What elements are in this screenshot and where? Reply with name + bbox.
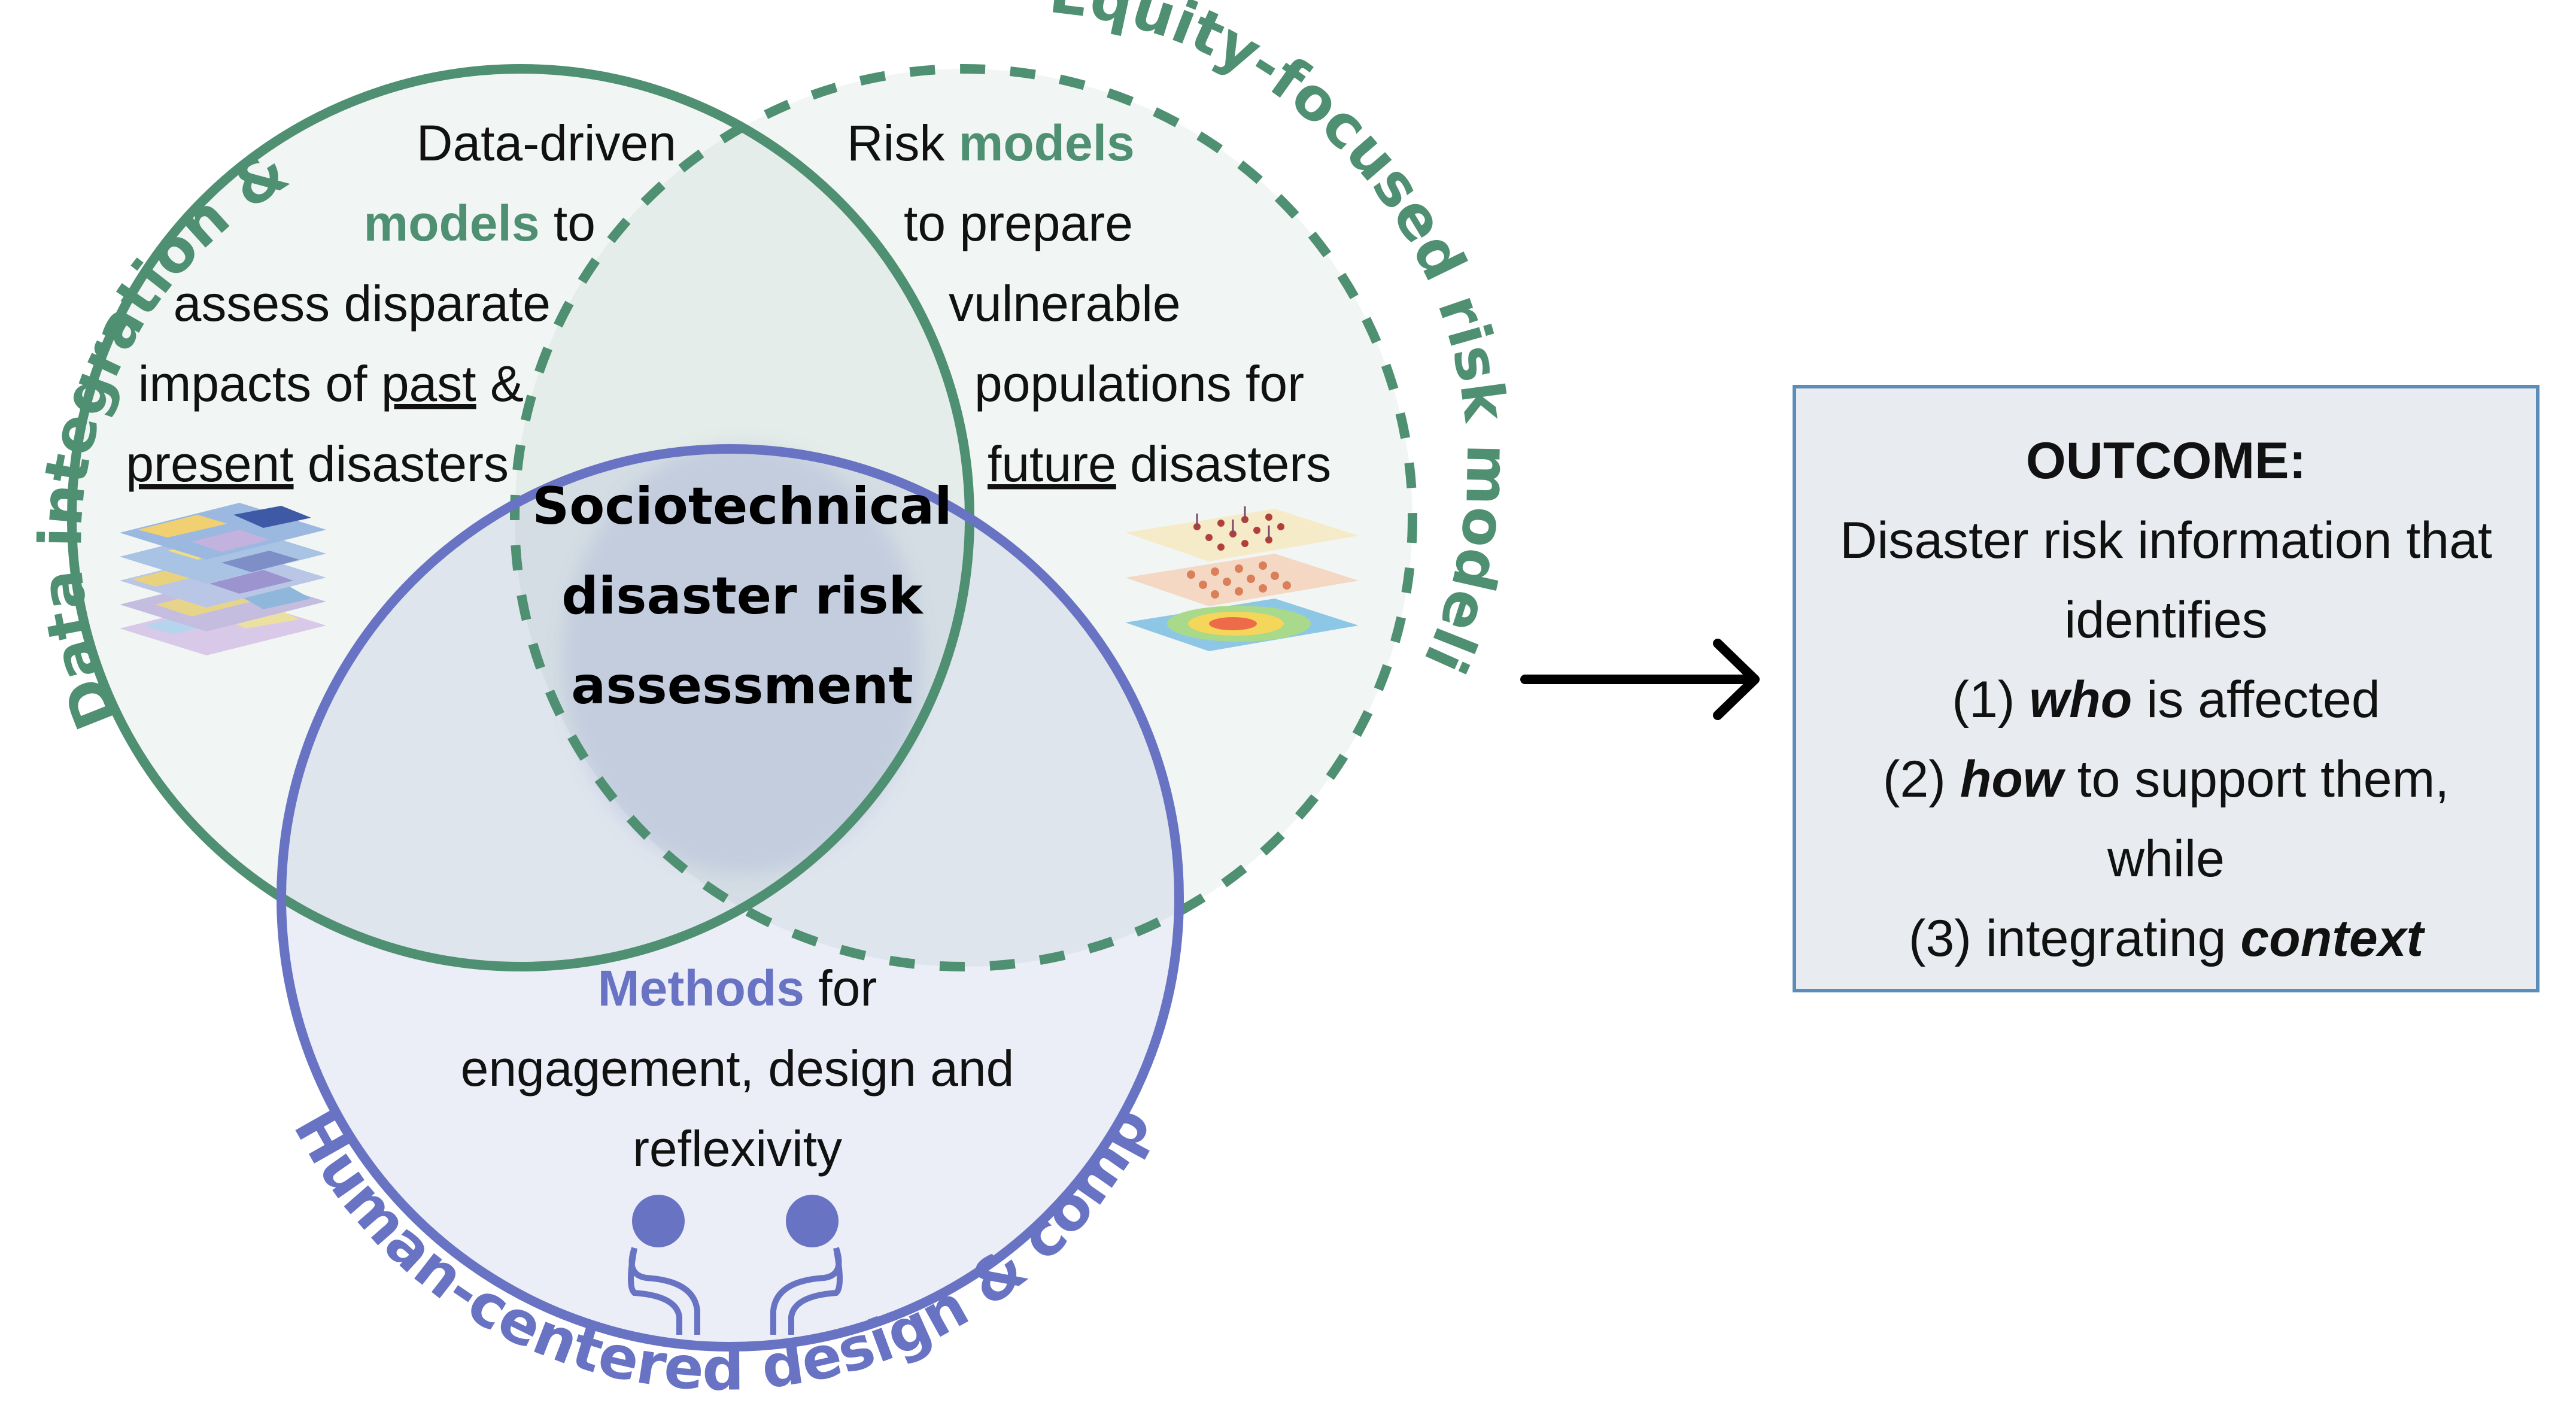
outcome-line-1: Disaster risk information that xyxy=(1840,512,2492,569)
data-layers-icon xyxy=(120,503,326,655)
left-line-3: assess disparate xyxy=(174,275,551,332)
left-line-1: Data-driven xyxy=(417,115,676,171)
human-circle xyxy=(277,444,1184,1352)
right-line-2: to prepare xyxy=(904,195,1133,251)
equity-circle xyxy=(510,64,1417,971)
center-line-3: assessment xyxy=(571,656,913,716)
person-body-right xyxy=(770,1247,843,1335)
bottom-line-3: reflexivity xyxy=(633,1120,842,1177)
outcome-item-1: (1) who is affected xyxy=(1952,671,2380,728)
outcome-item-2-cont: while xyxy=(2107,830,2225,888)
outcome-title: OUTCOME: xyxy=(2025,432,2307,490)
person-head-left xyxy=(632,1195,685,1247)
person-head-right xyxy=(786,1195,839,1247)
person-body-left xyxy=(628,1247,700,1335)
center-line-1: Sociotechnical xyxy=(532,476,952,536)
people-icon xyxy=(628,1195,843,1335)
human-circle-fill xyxy=(281,449,1179,1347)
left-line-2: models to xyxy=(364,195,596,251)
bottom-line-1: Methods for xyxy=(598,960,877,1016)
center-label: Sociotechnical disaster risk assessment xyxy=(532,476,952,716)
right-line-1: Risk models xyxy=(847,115,1135,171)
left-line-5: present disasters xyxy=(126,436,509,492)
right-line-5: future disasters xyxy=(988,436,1331,492)
outcome-item-2: (2) how to support them, xyxy=(1882,751,2450,808)
center-shadow xyxy=(563,443,922,874)
right-line-4: populations for xyxy=(974,356,1304,412)
right-text-block: Risk models to prepare vulnerable popula… xyxy=(847,115,1331,492)
right-line-3: vulnerable xyxy=(949,275,1181,332)
risk-layers-icon xyxy=(1125,506,1359,651)
center-line-2: disaster risk xyxy=(561,566,924,626)
arrow-right-icon xyxy=(1520,639,1760,720)
bottom-line-2: engagement, design and xyxy=(461,1040,1014,1097)
left-line-4: impacts of past & xyxy=(138,356,524,412)
left-text-block: Data-driven models to assess disparate i… xyxy=(126,115,676,492)
outcome-item-3: (3) integrating context xyxy=(1908,910,2424,967)
outcome-line-2: identifies xyxy=(2064,591,2268,649)
outcome-box: OUTCOME: Disaster risk information that … xyxy=(1793,385,2539,992)
bottom-text-block: Methods for engagement, design and refle… xyxy=(461,960,1014,1177)
